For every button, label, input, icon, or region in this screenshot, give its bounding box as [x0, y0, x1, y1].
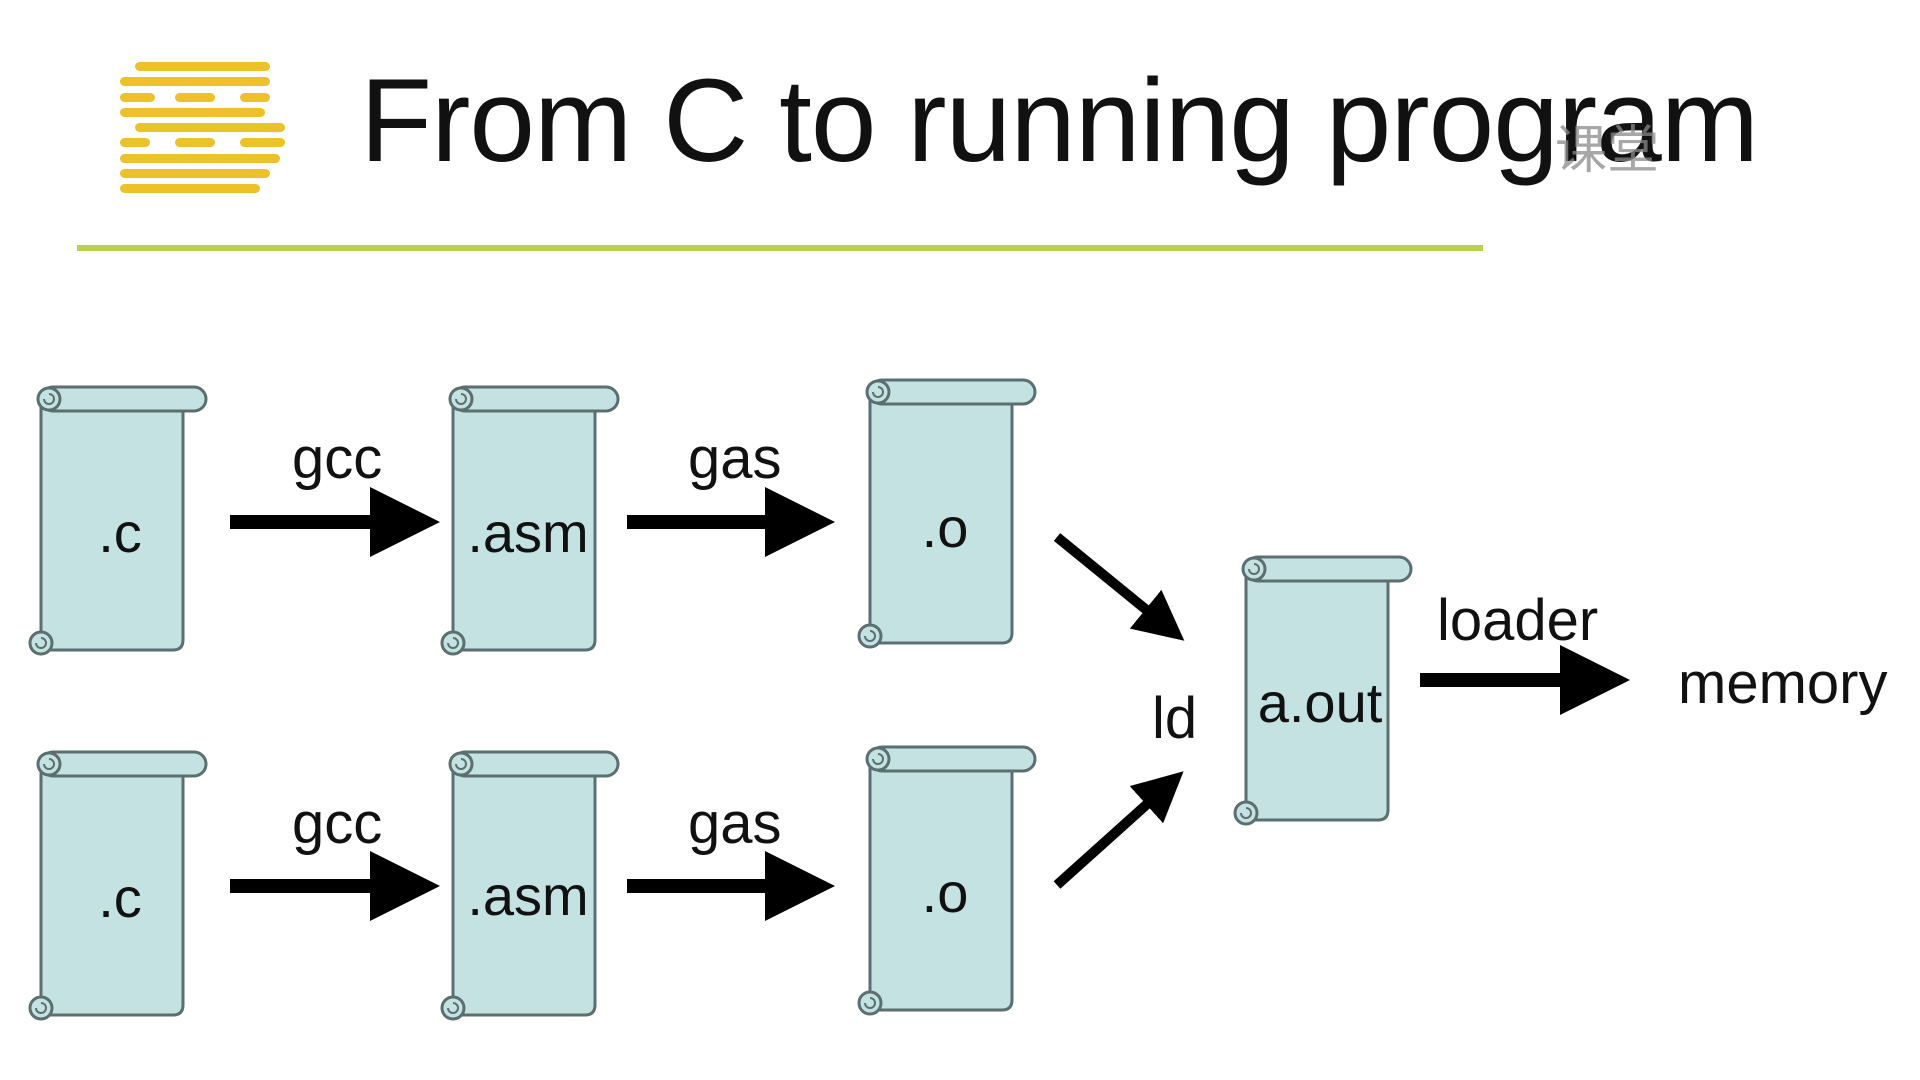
ld-arrow-1: [1053, 533, 1185, 641]
gcc-label-1: gcc: [292, 426, 383, 491]
gas-label-1: gas: [688, 426, 782, 491]
striped-s-logo: [120, 62, 285, 193]
memory-label: memory: [1678, 651, 1888, 716]
loader-label: loader: [1437, 588, 1599, 653]
source-label-1: .c: [98, 501, 142, 564]
title-divider: [77, 245, 1483, 251]
ld-label: ld: [1152, 686, 1198, 751]
source-label-2: .c: [98, 866, 142, 929]
gas-label-2: gas: [688, 791, 782, 856]
gcc-label-2: gcc: [292, 791, 383, 856]
ld-arrow-2: [1053, 771, 1184, 889]
executable-label: a.out: [1257, 671, 1383, 734]
asm-label-2: .asm: [467, 864, 589, 927]
object-label-1: .o: [921, 496, 969, 559]
watermark: 课堂: [1555, 122, 1660, 180]
slide-title: From C to running program: [360, 55, 1759, 187]
asm-label-1: .asm: [467, 501, 589, 564]
object-label-2: .o: [921, 861, 969, 924]
